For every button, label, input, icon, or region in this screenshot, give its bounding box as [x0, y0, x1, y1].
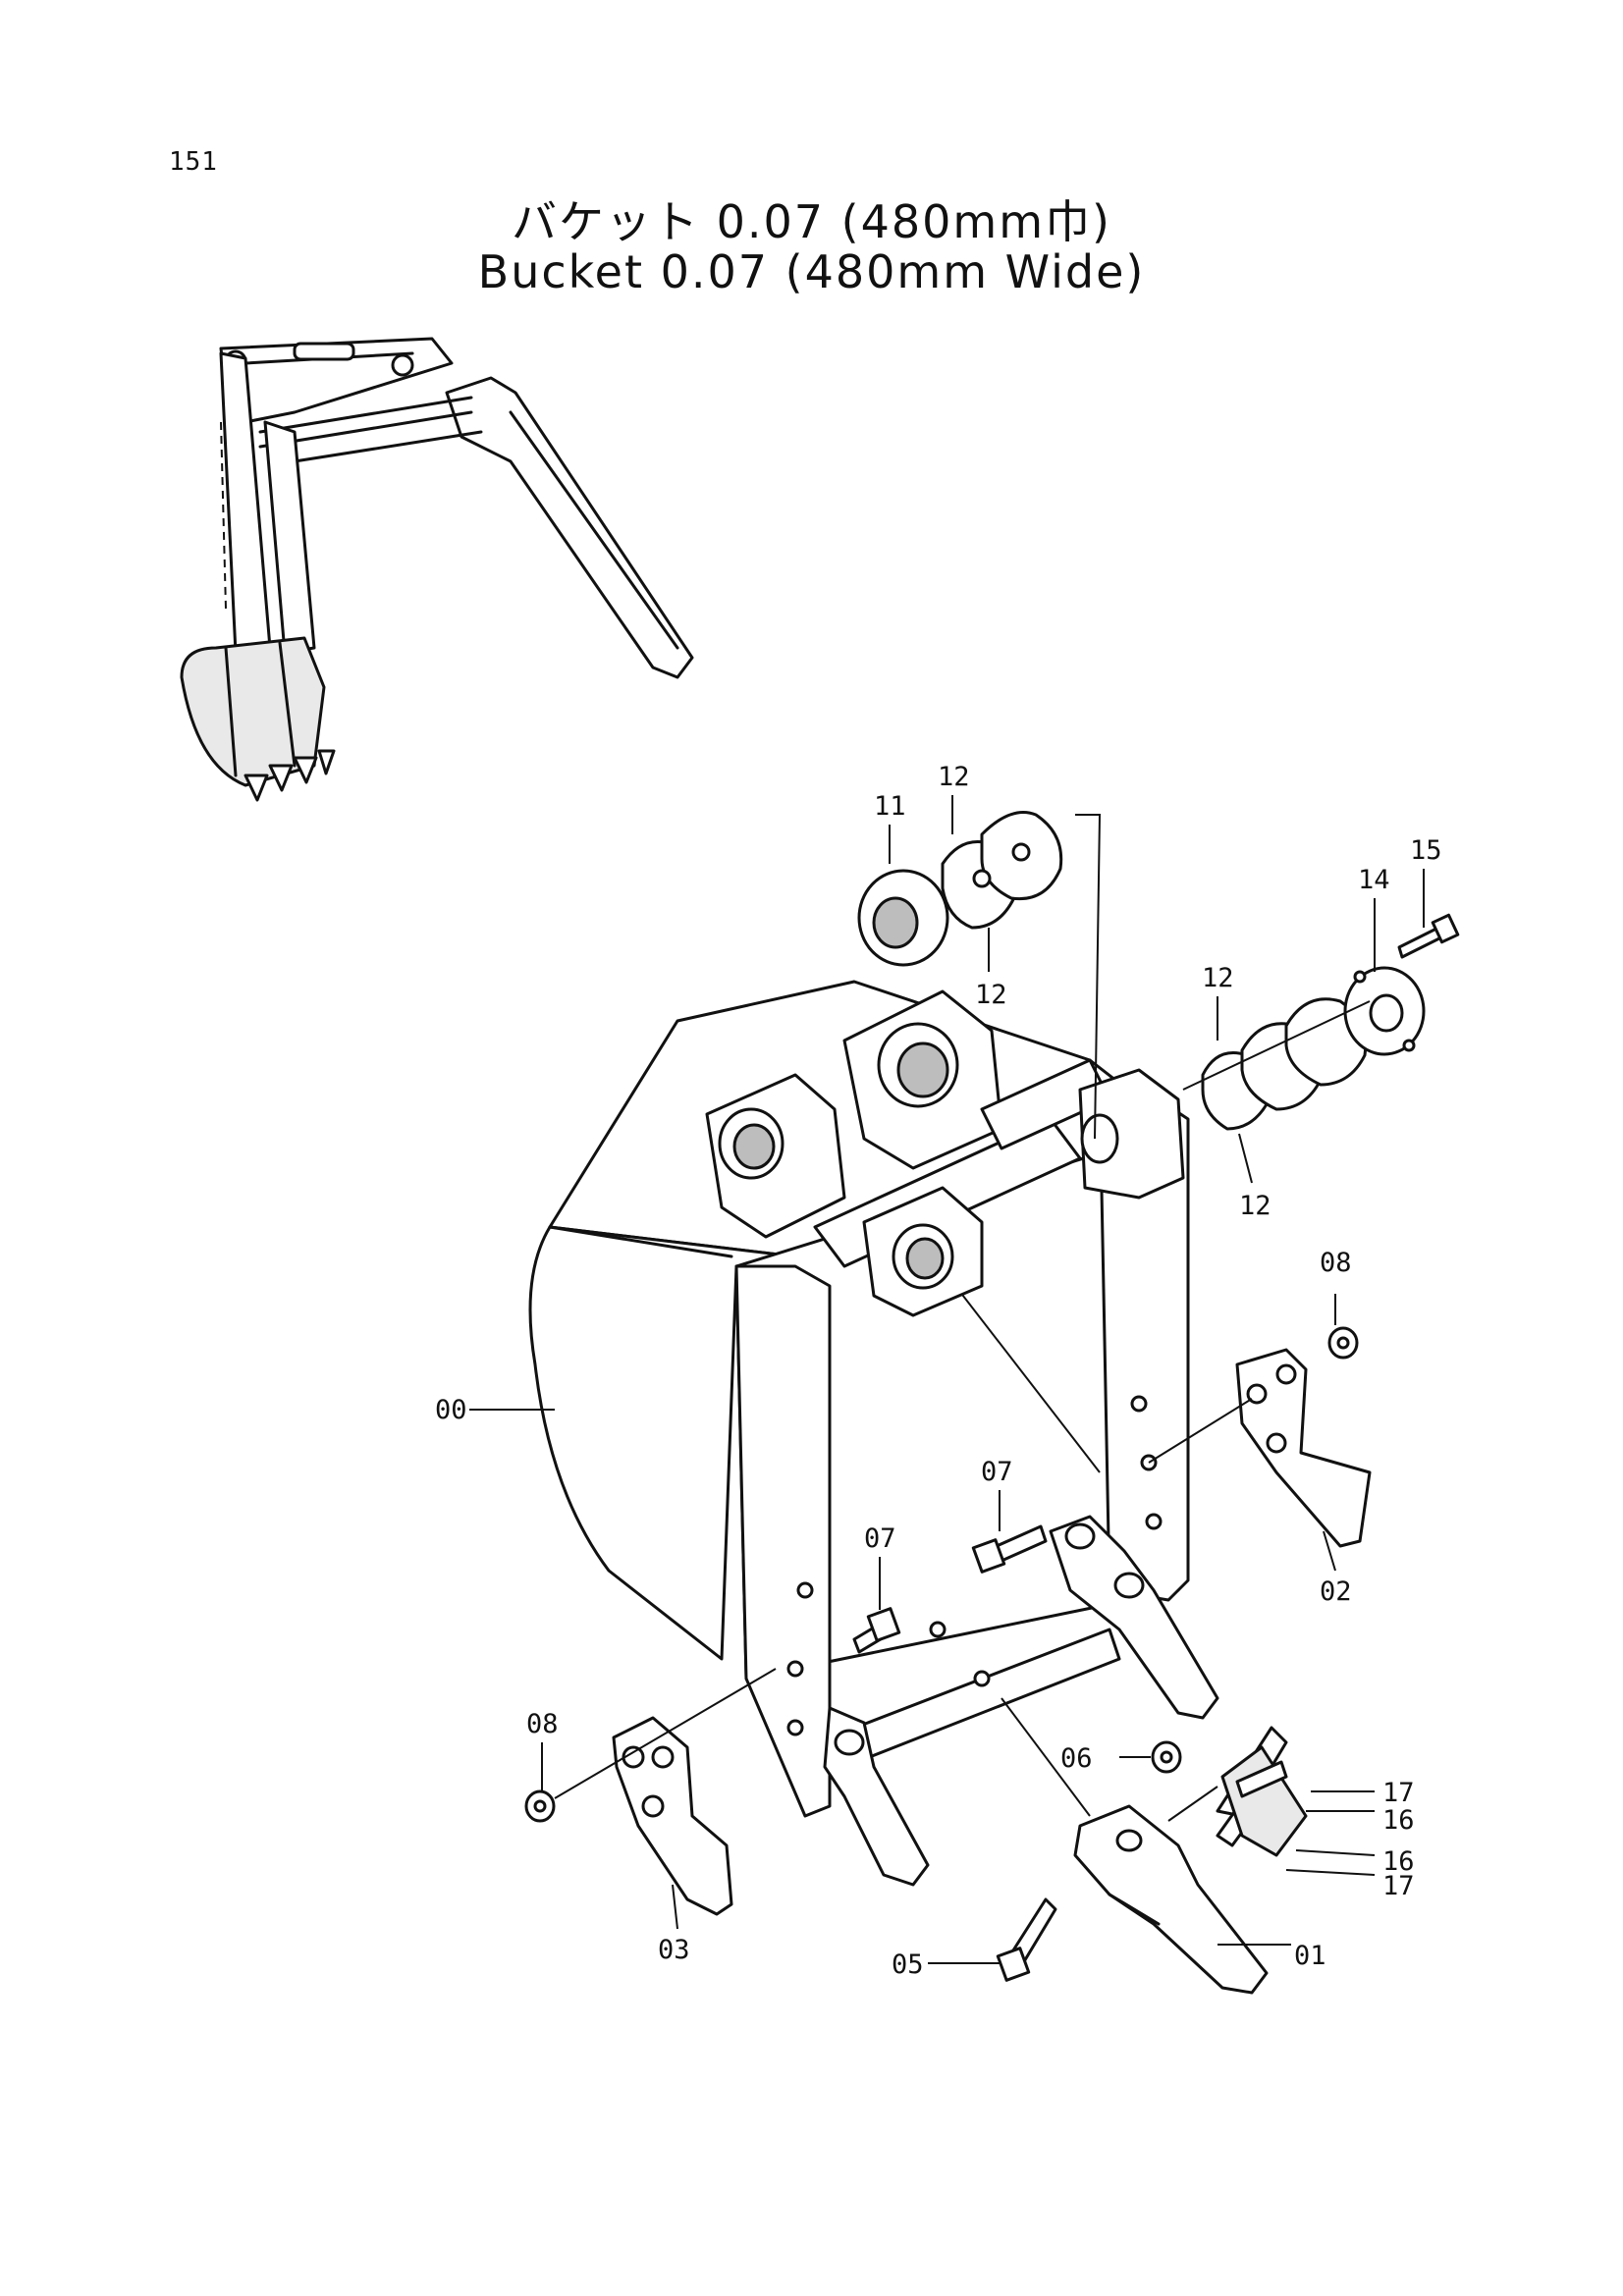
callout-07-right: 07 [981, 1457, 1013, 1487]
part-12-shims-right [1201, 997, 1368, 1131]
part-06-nut [1151, 1740, 1182, 1774]
part-15-bolt [1397, 913, 1460, 959]
installed-tooth-left [823, 1706, 930, 1887]
callout-11: 11 [874, 791, 906, 822]
title-english: Bucket 0.07 (480mm Wide) [477, 245, 1146, 298]
callout-15: 15 [1410, 835, 1442, 866]
callout-08-left: 08 [526, 1709, 559, 1739]
part-14-plate [1343, 966, 1426, 1056]
callout-12-right-top: 12 [1202, 963, 1234, 993]
part-08-nut-left [524, 1789, 556, 1823]
part-07-bolt-right [971, 1524, 1048, 1574]
part-02-side-cutter [1235, 1348, 1372, 1548]
callout-14: 14 [1358, 865, 1390, 895]
right-pin-axis-line [1182, 1000, 1371, 1091]
installed-tooth-right [1049, 1515, 1219, 1720]
title-japanese: バケット 0.07 (480mm巾) [512, 195, 1111, 248]
callout-02: 02 [1320, 1576, 1352, 1607]
part-01-axis-line [1001, 1697, 1091, 1817]
callout-07-left: 07 [864, 1523, 896, 1554]
callout-17-upper: 17 [1382, 1778, 1415, 1808]
part-11-bushing [857, 869, 949, 967]
callout-05: 05 [892, 1949, 924, 1980]
part-16-axis-line [1167, 1786, 1218, 1822]
part-01-tooth [1073, 1804, 1269, 1995]
callout-17-lower: 17 [1382, 1871, 1415, 1901]
callout-12-upper-bottom: 12 [975, 980, 1007, 1010]
callout-12-top: 12 [938, 762, 970, 792]
callout-labels: 00 01 02 03 05 06 07 07 08 08 11 12 12 1… [435, 762, 1442, 1980]
part-08-nut-right [1327, 1326, 1359, 1360]
part-16-pin-17-lock [1216, 1726, 1308, 1857]
callout-06: 06 [1060, 1743, 1093, 1774]
leader-lines [469, 795, 1425, 1964]
callout-16-upper: 16 [1382, 1805, 1415, 1836]
callout-00: 00 [435, 1395, 467, 1425]
part-12-shims-upper [941, 811, 1063, 930]
page-number: 151 [169, 147, 218, 177]
left-bolt-axis-line [554, 1668, 777, 1799]
part-12-leader [1075, 814, 1102, 1140]
right-bolt-axis-line [1148, 1398, 1253, 1464]
part-03-side-cutter [612, 1716, 733, 1916]
callout-08-right: 08 [1320, 1248, 1352, 1278]
callout-03: 03 [658, 1935, 690, 1965]
callout-16-lower: 16 [1382, 1846, 1415, 1877]
callout-01: 01 [1294, 1941, 1326, 1971]
callout-12-right-bottom: 12 [1239, 1191, 1271, 1221]
part-05-bolt [996, 1897, 1057, 1982]
bucket-mounting-bosses [705, 989, 1185, 1317]
part-07-bolt-left [852, 1607, 901, 1654]
excavator-arm-overview-illustration [180, 337, 694, 802]
